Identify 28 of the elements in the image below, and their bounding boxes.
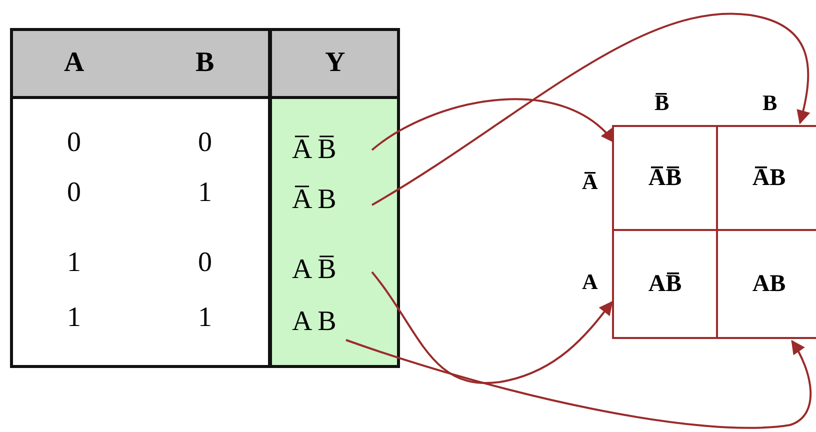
cell-term: AB — [752, 270, 786, 298]
cell-term: AB̅ — [648, 270, 682, 298]
arrow — [371, 271, 613, 384]
kmap-cell — [612, 229, 718, 339]
table-value: 1 — [198, 177, 212, 209]
table-value: 0 — [67, 177, 81, 209]
table-value: 1 — [67, 302, 81, 334]
table-value: 1 — [67, 247, 81, 279]
table-value: 0 — [67, 127, 81, 159]
kmap-variable: A — [582, 268, 598, 296]
cell-term: A̅B̅ — [648, 164, 682, 192]
output-term: A B̅ — [292, 254, 336, 286]
column-header: Y — [325, 47, 346, 79]
kmap-cell — [612, 125, 718, 231]
kmap-variable: A̅ — [582, 168, 598, 196]
column-header: A — [64, 47, 84, 79]
output-term: A B — [292, 306, 336, 338]
kmap-variable: B̅ — [654, 89, 670, 117]
column-header: B — [196, 47, 214, 79]
arrow — [371, 13, 810, 206]
output-term: A̅ B — [292, 184, 336, 216]
output-term: A̅ B̅ — [292, 134, 336, 166]
kmap-variable: B — [762, 89, 778, 117]
cell-term: A̅B — [752, 164, 786, 192]
table-value: 1 — [198, 302, 212, 334]
arrow — [346, 339, 812, 429]
table-value: 0 — [198, 127, 212, 159]
table-value: 0 — [198, 247, 212, 279]
